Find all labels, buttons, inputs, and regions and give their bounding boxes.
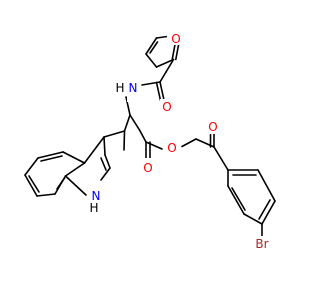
bond bbox=[227, 185, 245, 215]
ester-oxygen-label: O bbox=[167, 141, 176, 155]
bond bbox=[213, 146, 229, 171]
indole-ring bbox=[24, 130, 126, 197]
ketone-group bbox=[195, 132, 229, 171]
bond bbox=[123, 114, 131, 132]
amide-nitrogen-label: N bbox=[129, 81, 138, 95]
bond bbox=[261, 200, 276, 225]
indole-hydrogen-label: H bbox=[89, 201, 98, 215]
atom-labels: O N H O O O O N H Br bbox=[89, 31, 273, 251]
ester-carbonyl-oxygen-label: O bbox=[143, 161, 152, 175]
bond bbox=[28, 175, 40, 193]
bond bbox=[62, 151, 86, 164]
ketone-oxygen-label: O bbox=[208, 120, 217, 134]
bond bbox=[83, 136, 105, 164]
bond bbox=[103, 136, 106, 156]
bromophenyl-ring bbox=[227, 169, 276, 237]
bond bbox=[165, 58, 175, 73]
bond bbox=[141, 81, 161, 86]
bond bbox=[145, 53, 158, 68]
bond bbox=[171, 43, 176, 60]
bond bbox=[243, 213, 263, 225]
amide-oxygen-label: O bbox=[162, 100, 171, 114]
furan-ring bbox=[145, 35, 180, 68]
bond bbox=[24, 174, 38, 197]
bond bbox=[129, 114, 141, 131]
ester-group bbox=[123, 114, 197, 159]
bond bbox=[56, 177, 66, 190]
structure-canvas: O N H O O O O N H Br bbox=[24, 31, 276, 251]
bond bbox=[123, 130, 126, 151]
bond bbox=[175, 44, 180, 61]
bond bbox=[100, 157, 107, 171]
bond bbox=[159, 81, 165, 101]
bond bbox=[257, 169, 276, 202]
bond bbox=[155, 58, 175, 68]
bond bbox=[159, 71, 167, 83]
bond bbox=[155, 81, 162, 102]
bond bbox=[145, 141, 163, 150]
bond bbox=[149, 41, 159, 54]
bromine-label: Br bbox=[255, 237, 268, 251]
molecule-diagram: O N H O O O O N H Br bbox=[24, 31, 276, 251]
furan-oxygen-label: O bbox=[171, 32, 180, 46]
bond bbox=[181, 138, 197, 148]
amide-group bbox=[125, 58, 175, 116]
bond bbox=[103, 130, 126, 138]
bond bbox=[24, 157, 39, 176]
bond bbox=[138, 129, 147, 143]
bond bbox=[100, 167, 111, 181]
bond bbox=[37, 151, 64, 159]
indole-nitrogen-label: N bbox=[92, 189, 101, 203]
bond bbox=[231, 187, 246, 211]
bond bbox=[104, 154, 111, 169]
bond bbox=[64, 175, 87, 196]
bond bbox=[64, 162, 86, 177]
bond bbox=[40, 155, 63, 162]
bond bbox=[145, 37, 158, 55]
bond bbox=[125, 96, 131, 116]
bond bbox=[36, 193, 56, 197]
bond bbox=[258, 199, 271, 220]
amide-hydrogen-label: H bbox=[115, 81, 124, 95]
